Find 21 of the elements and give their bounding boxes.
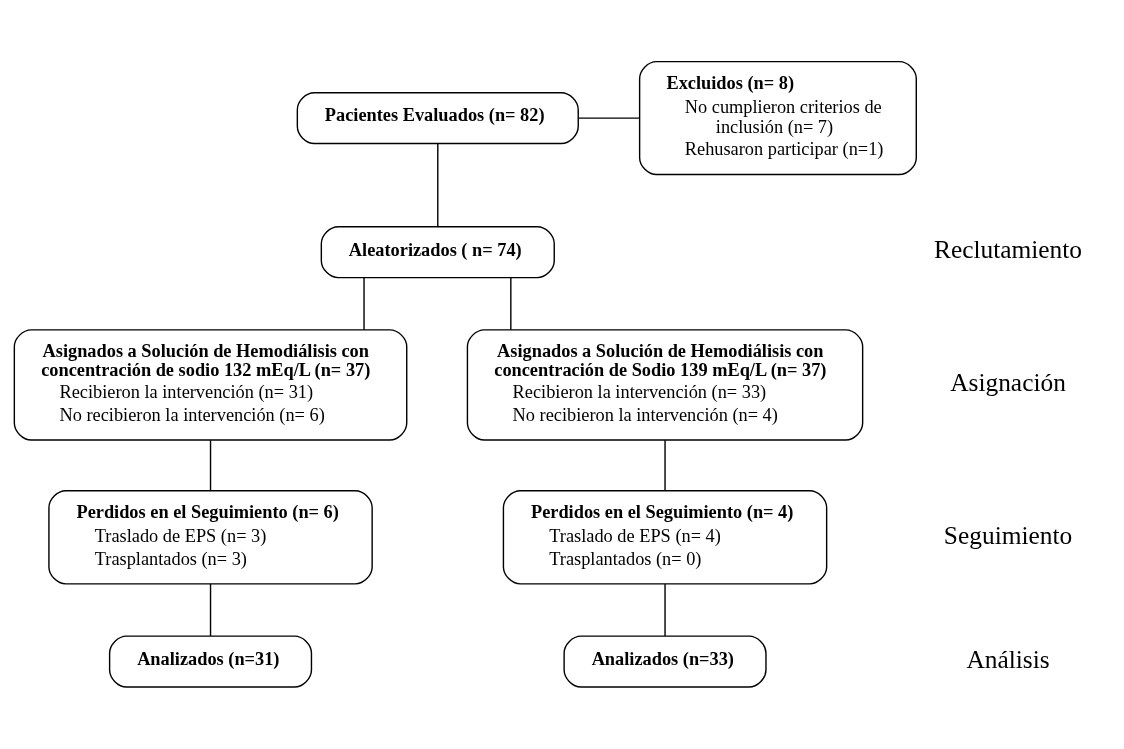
connector bbox=[664, 439, 666, 491]
node-box: Asignados a Solución de Hemodiálisis con concentración de Sodio 139 mEq/L (n= 37) Recibieron la intervención (n= 33) No recibieron la intervención (n= 4) bbox=[466, 328, 864, 441]
connector bbox=[209, 439, 212, 491]
node-box: Asignados a Solución de Hemodiálisis con concentración de sodio 132 mEq/L (n= 37) Recibieron la intervención (n= 31) No recibieron la intervención (n= 6) bbox=[13, 328, 408, 441]
connector bbox=[363, 276, 365, 330]
label: Reclutamiento bbox=[934, 234, 1083, 263]
node-box: Aleatorizados ( n= 74) bbox=[320, 225, 555, 278]
connector bbox=[510, 276, 512, 330]
connector bbox=[577, 116, 641, 119]
node-box: Pacientes Evaluados (n= 82) bbox=[296, 91, 579, 144]
node-box: Analizados (n=31) bbox=[108, 634, 313, 688]
label: Análisis bbox=[966, 644, 1050, 673]
connector bbox=[437, 142, 439, 227]
connector bbox=[209, 582, 212, 637]
node-box: Excluidos (n= 8) No cumplieron criterios de inclusión (n= 7) Rehusaron participar (n=1) bbox=[638, 60, 917, 175]
connector bbox=[664, 582, 666, 637]
node-box: Perdidos en el Seguimiento (n= 4) Traslado de EPS (n= 4) Trasplantados (n= 0) bbox=[502, 489, 828, 585]
label: Asignación bbox=[950, 367, 1066, 396]
node-box: Perdidos en el Seguimiento (n= 6) Traslado de EPS (n= 3) Trasplantados (n= 3) bbox=[48, 489, 373, 585]
label: Seguimiento bbox=[943, 520, 1073, 549]
node-box: Analizados (n=33) bbox=[563, 634, 767, 688]
